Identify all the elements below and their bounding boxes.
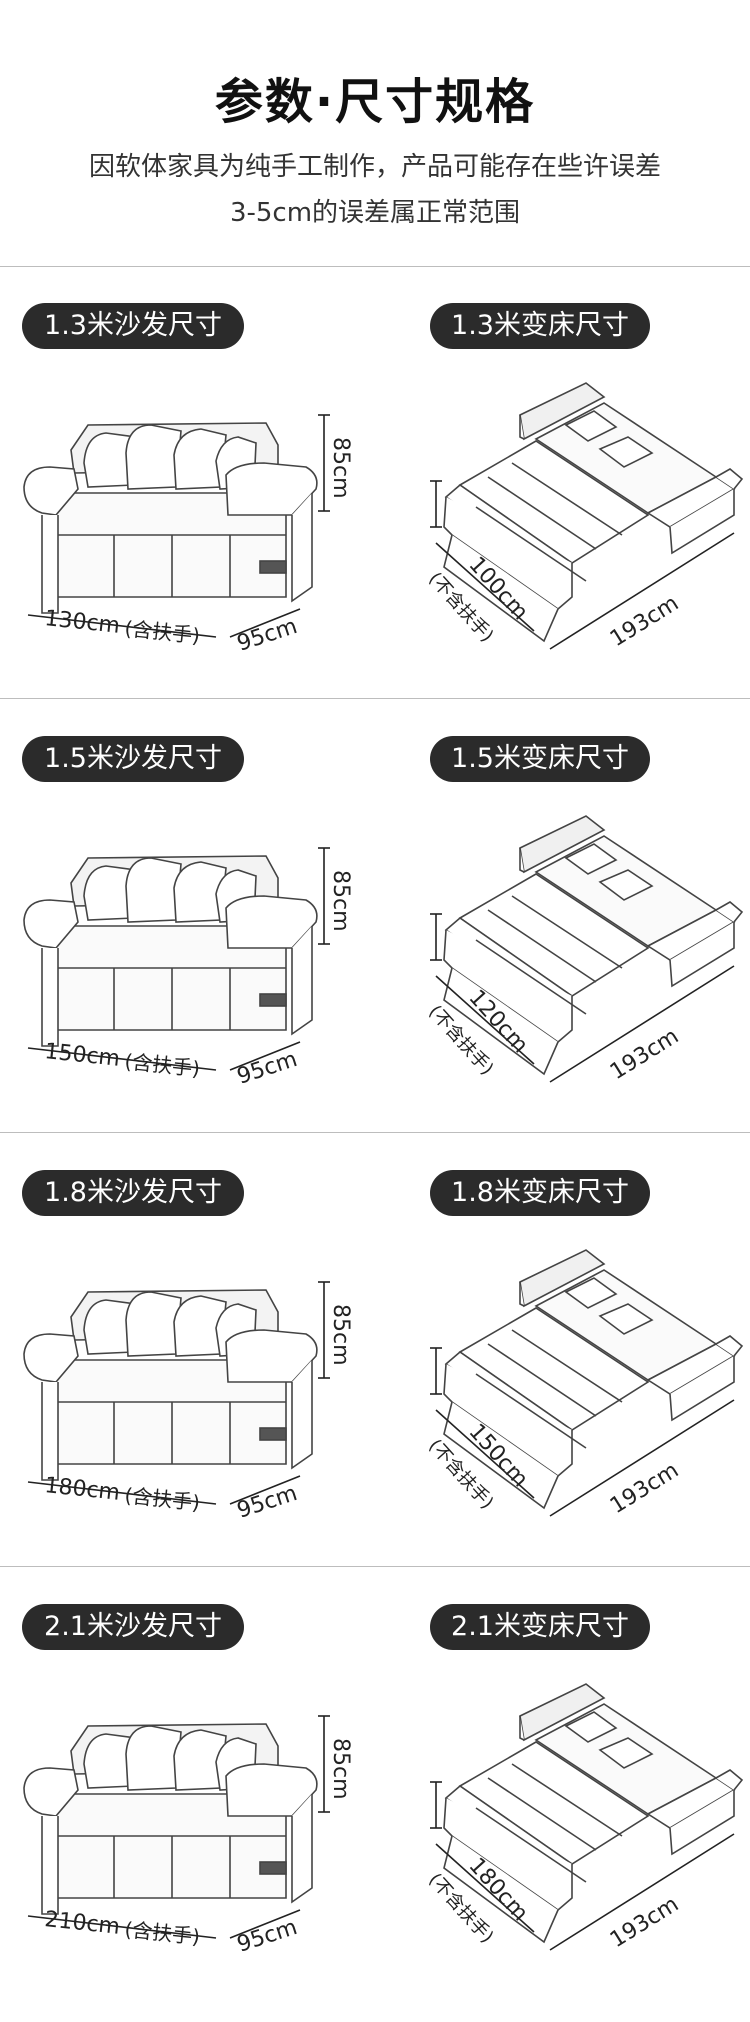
- bed-size-label: 2.1米变床尺寸: [430, 1604, 650, 1650]
- sofa-line-drawing-icon: 85cm 130cm (含扶手) 95cm: [23, 414, 353, 657]
- sofa-armrest-note: (含扶手): [123, 1917, 201, 1949]
- sofa-height-label: 85cm: [328, 870, 353, 932]
- bed-size-label: 1.3米变床尺寸: [430, 303, 650, 349]
- sofa-depth-label: 95cm: [234, 1481, 300, 1524]
- size-section: 1.3米沙发尺寸 1.3米变床尺寸 85cm 130c: [0, 267, 750, 697]
- bed-size-label: 1.5米变床尺寸: [430, 736, 650, 782]
- sofa-size-label: 1.8米沙发尺寸: [22, 1170, 244, 1216]
- size-section: 1.5米沙发尺寸 1.5米变床尺寸 85cm 150c: [0, 700, 750, 1130]
- page-title: 参数·尺寸规格: [214, 74, 536, 130]
- sofa-height-label: 85cm: [328, 1738, 353, 1800]
- size-section: 2.1米沙发尺寸 2.1米变床尺寸 85cm 210c: [0, 1568, 750, 1998]
- sofa-bed-line-drawing-icon: 40cm 180cm (不含扶手) 193cm: [424, 1683, 744, 1953]
- sofa-bed-line-drawing-icon: 40cm 150cm (不含扶手) 193cm: [424, 1249, 744, 1519]
- bed-length-label: 193cm: [606, 591, 683, 652]
- sofa-depth-label: 95cm: [234, 1915, 300, 1958]
- sofa-width-label: 150cm: [43, 1039, 121, 1072]
- sofa-height-label: 85cm: [328, 1304, 353, 1366]
- bed-length-label: 193cm: [606, 1892, 683, 1953]
- sofa-height-label: 85cm: [328, 437, 353, 499]
- bed-length-label: 193cm: [606, 1458, 683, 1519]
- sofa-armrest-note: (含扶手): [123, 616, 201, 648]
- sofa-width-label: 210cm: [43, 1907, 121, 1940]
- subtitle-line-2: 3-5cm的误差属正常范围: [229, 198, 521, 228]
- sofa-line-drawing-icon: 85cm 150cm (含扶手) 95cm: [23, 847, 353, 1090]
- sofa-width-label: 130cm: [43, 606, 121, 639]
- bed-size-label: 1.8米变床尺寸: [430, 1170, 650, 1216]
- sofa-armrest-note: (含扶手): [123, 1483, 201, 1515]
- divider: [0, 1566, 750, 1567]
- divider: [0, 266, 750, 267]
- sofa-depth-label: 95cm: [234, 1047, 300, 1090]
- bed-length-label: 193cm: [606, 1024, 683, 1085]
- sofa-bed-line-drawing-icon: 40cm 100cm (不含扶手) 193cm: [424, 382, 744, 652]
- sofa-width-label: 180cm: [43, 1473, 121, 1506]
- subtitle-line-1: 因软体家具为纯手工制作，产品可能存在些许误差: [88, 152, 661, 182]
- sofa-size-label: 2.1米沙发尺寸: [22, 1604, 244, 1650]
- sofa-line-drawing-icon: 85cm 210cm (含扶手) 95cm: [23, 1715, 353, 1958]
- sofa-bed-line-drawing-icon: 40cm 120cm (不含扶手) 193cm: [424, 815, 744, 1085]
- sofa-size-label: 1.5米沙发尺寸: [22, 736, 244, 782]
- divider: [0, 698, 750, 699]
- sofa-armrest-note: (含扶手): [123, 1049, 201, 1081]
- divider: [0, 1132, 750, 1133]
- sofa-depth-label: 95cm: [234, 614, 300, 657]
- sofa-line-drawing-icon: 85cm 180cm (含扶手) 95cm: [23, 1281, 353, 1524]
- sofa-size-label: 1.3米沙发尺寸: [22, 303, 244, 349]
- size-section: 1.8米沙发尺寸 1.8米变床尺寸 85cm 180c: [0, 1134, 750, 1564]
